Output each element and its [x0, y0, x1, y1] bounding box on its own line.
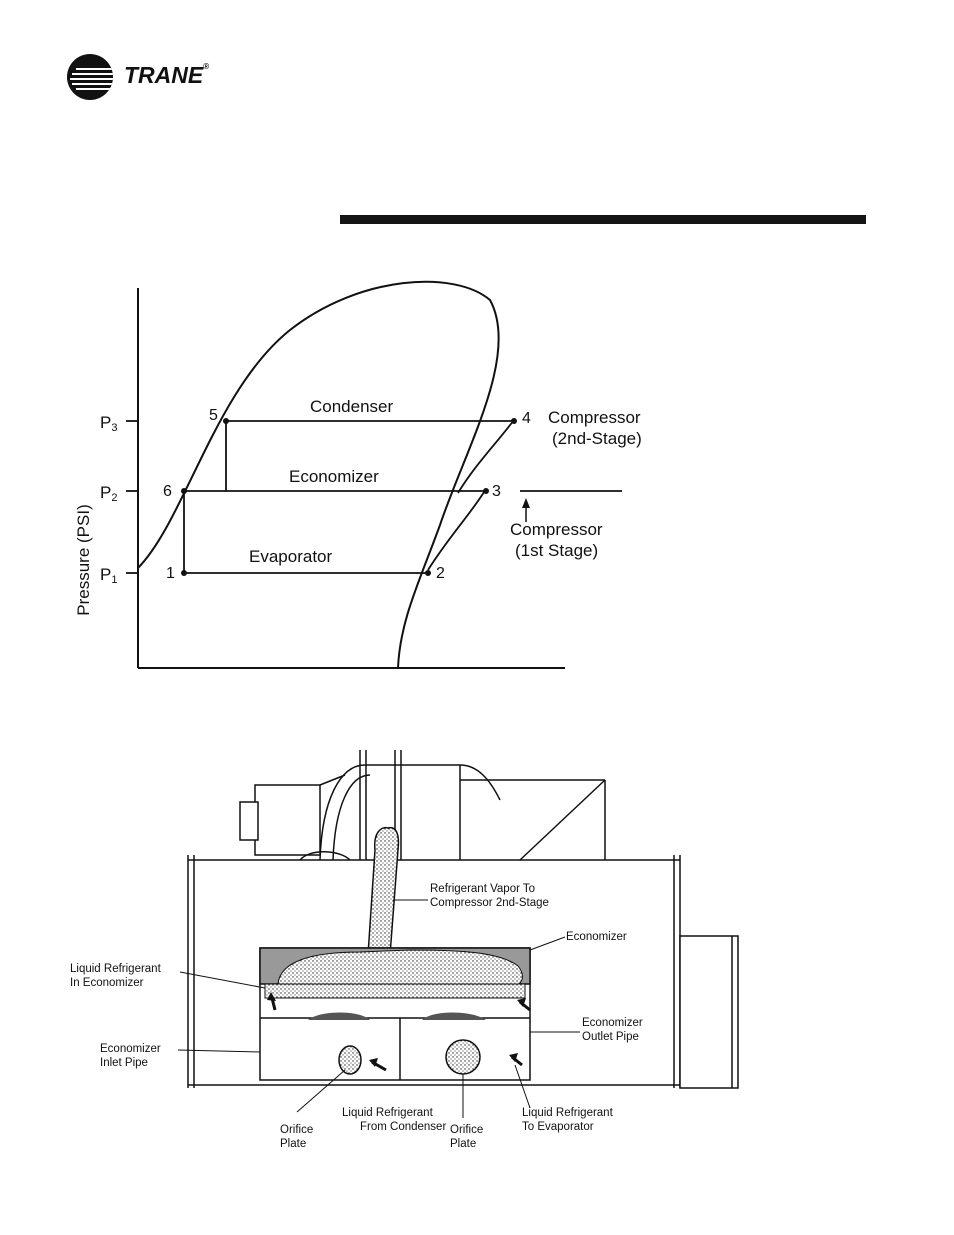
plate-bump-right — [422, 1012, 486, 1020]
callout-from-condenser: Liquid Refrigerant From Condenser — [342, 1107, 446, 1133]
flow-arrow-heads — [267, 992, 526, 1067]
callout-orifice-plate-left: Orifice Plate — [280, 1124, 316, 1150]
label-point-5: 5 — [209, 407, 218, 424]
label-p2: P2 — [100, 483, 117, 504]
compression-curve-1st-stage — [427, 488, 487, 571]
orifice-plate-right — [445, 1039, 481, 1075]
callout-economizer: Economizer — [566, 931, 627, 943]
callout-leaders — [177, 899, 580, 1118]
point-1 — [181, 570, 187, 576]
condenser-label: Condenser — [310, 397, 394, 416]
refrigerant-vapor-mass — [277, 949, 523, 987]
compression-curve-2nd-stage — [457, 419, 515, 494]
trane-logo — [67, 54, 113, 100]
label-point-6: 6 — [163, 483, 172, 500]
compressor-2nd-stage-label: Compressor (2nd-Stage) — [548, 408, 645, 448]
label-point-3: 3 — [492, 483, 501, 500]
point-3 — [483, 488, 489, 494]
label-point-2: 2 — [436, 565, 445, 582]
economizer-liquid-layer — [264, 983, 526, 999]
label-p3: P3 — [100, 413, 117, 434]
label-point-4: 4 — [522, 410, 531, 427]
label-p1: P1 — [100, 565, 117, 586]
economizer-cutaway-drawing: Refrigerant Vapor To Compressor 2nd-Stag… — [70, 750, 739, 1150]
y-axis-label: Pressure (PSI) — [74, 504, 93, 615]
header-rule — [340, 215, 866, 224]
brand-name: TRANE — [124, 62, 204, 88]
callout-inlet-pipe: Economizer Inlet Pipe — [100, 1043, 164, 1069]
orifice-plate-left — [338, 1045, 362, 1075]
pressure-enthalpy-diagram: Pressure (PSI) P3 P2 P1 1 2 3 4 5 6 Cond… — [74, 280, 645, 669]
plate-bump-left — [308, 1012, 370, 1020]
callout-vapor-to-2nd-stage: Refrigerant Vapor To Compressor 2nd-Stag… — [430, 883, 549, 909]
compressor-1st-stage-label: Compressor (1st Stage) — [510, 520, 607, 560]
point-2 — [425, 570, 431, 576]
economizer-label: Economizer — [289, 467, 379, 486]
callout-orifice-plate-right: Orifice Plate — [450, 1124, 486, 1150]
vapor-riser-pipe — [367, 826, 400, 956]
trademark-symbol: ® — [203, 62, 210, 71]
evaporator-label: Evaporator — [249, 547, 332, 566]
chiller-shell — [187, 855, 739, 1089]
callout-liquid-in-economizer: Liquid Refrigerant In Economizer — [70, 963, 164, 989]
brand-wordmark: TRANE® — [124, 62, 209, 89]
point-6 — [181, 488, 187, 494]
stage1-arrow-head — [522, 498, 530, 508]
callout-to-evaporator: Liquid Refrigerant To Evaporator — [522, 1107, 616, 1133]
saturation-dome — [137, 280, 500, 669]
callout-outlet-pipe: Economizer Outlet Pipe — [582, 1017, 646, 1043]
point-4 — [511, 418, 517, 424]
point-5 — [223, 418, 229, 424]
label-point-1: 1 — [166, 565, 175, 582]
compressor-housing — [239, 750, 606, 861]
